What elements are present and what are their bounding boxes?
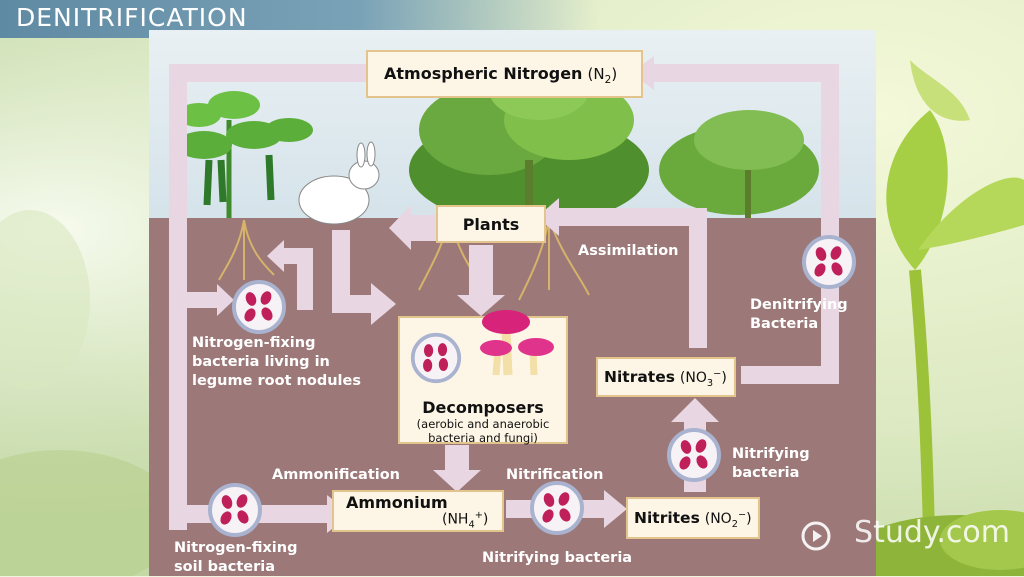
nitrates-formula: (NO3−) xyxy=(679,368,727,389)
legume-illustration xyxy=(176,91,313,218)
nitrites-formula: (NO2−) xyxy=(704,509,752,530)
legume-label-line-2: bacteria living in xyxy=(192,354,330,370)
nitrites-title: Nitrites xyxy=(634,509,700,527)
legume-bacteria-icon xyxy=(232,280,286,334)
nitrites-box: Nitrites (NO2−) xyxy=(626,497,760,539)
denitrifying-bacteria-label: Denitrifying Bacteria xyxy=(750,296,848,334)
assimilation-label: Assimilation xyxy=(578,243,679,259)
soil-label-line-1: Nitrogen-fixing xyxy=(174,540,298,556)
soil-label-line-2: soil bacteria xyxy=(174,559,276,575)
ammonification-label: Ammonification xyxy=(272,467,401,483)
decomposer-bacteria-icon xyxy=(410,332,462,384)
plant-illustration xyxy=(409,60,819,225)
nitrifying-bacteria-bottom-label: Nitrifying bacteria xyxy=(482,550,633,566)
nitrification-bacteria-icon xyxy=(530,481,584,535)
ammonium-box: Ammonium (NH4+) xyxy=(332,490,504,532)
denitrifying-label-line-2: Bacteria xyxy=(750,316,819,332)
legume-label-line-3: legume root nodules xyxy=(192,373,361,389)
mushroom-illustration xyxy=(480,310,554,376)
cycle-arrows xyxy=(169,56,839,533)
nitrifying-bacteria-right-label: Nitrifying bacteria xyxy=(732,445,810,483)
nitrification-label: Nitrification xyxy=(506,467,604,483)
legume-label-line-1: Nitrogen-fixing xyxy=(192,335,316,351)
study-play-icon xyxy=(801,521,831,551)
nitrifying-label-line-2: bacteria xyxy=(732,465,800,481)
slide-title: DENITRIFICATION xyxy=(16,3,248,32)
soil-bacteria-label: Nitrogen-fixing soil bacteria xyxy=(174,539,297,577)
atmospheric-nitrogen-title: Atmospheric Nitrogen xyxy=(384,64,583,83)
study-watermark: Study.com xyxy=(854,515,1010,550)
rabbit-illustration xyxy=(298,141,380,225)
atmospheric-nitrogen-box: Atmospheric Nitrogen (N2) xyxy=(366,50,643,98)
ammonium-formula: (NH4+) xyxy=(442,510,489,531)
legume-bacteria-label: Nitrogen-fixing bacteria living in legum… xyxy=(192,334,361,391)
nitrates-title: Nitrates xyxy=(604,368,675,386)
nitrifying-label-line-1: Nitrifying xyxy=(732,446,810,462)
soil-bacteria-icon xyxy=(208,483,262,537)
nitrates-box: Nitrates (NO3−) xyxy=(596,357,736,397)
decomposers-desc-2: bacteria and fungi) xyxy=(428,431,538,445)
denitrifying-bacteria-icon xyxy=(802,235,856,289)
denitrifying-label-line-1: Denitrifying xyxy=(750,297,848,313)
nitrifying-bacteria-icon xyxy=(667,428,721,482)
decomposers-box: Decomposers (aerobic and anaerobic bacte… xyxy=(398,310,568,445)
top-left-shaft xyxy=(169,64,367,82)
left-down-arrow-shaft xyxy=(169,64,187,530)
plants-title: Plants xyxy=(462,215,520,234)
ammonium-title: Ammonium xyxy=(346,493,448,512)
plants-box: Plants xyxy=(436,205,546,243)
seedling-illustration xyxy=(850,60,1024,576)
decomposers-title: Decomposers xyxy=(422,398,544,417)
atmospheric-nitrogen-formula: (N2) xyxy=(587,65,618,86)
decomposers-desc-1: (aerobic and anaerobic xyxy=(416,417,550,431)
